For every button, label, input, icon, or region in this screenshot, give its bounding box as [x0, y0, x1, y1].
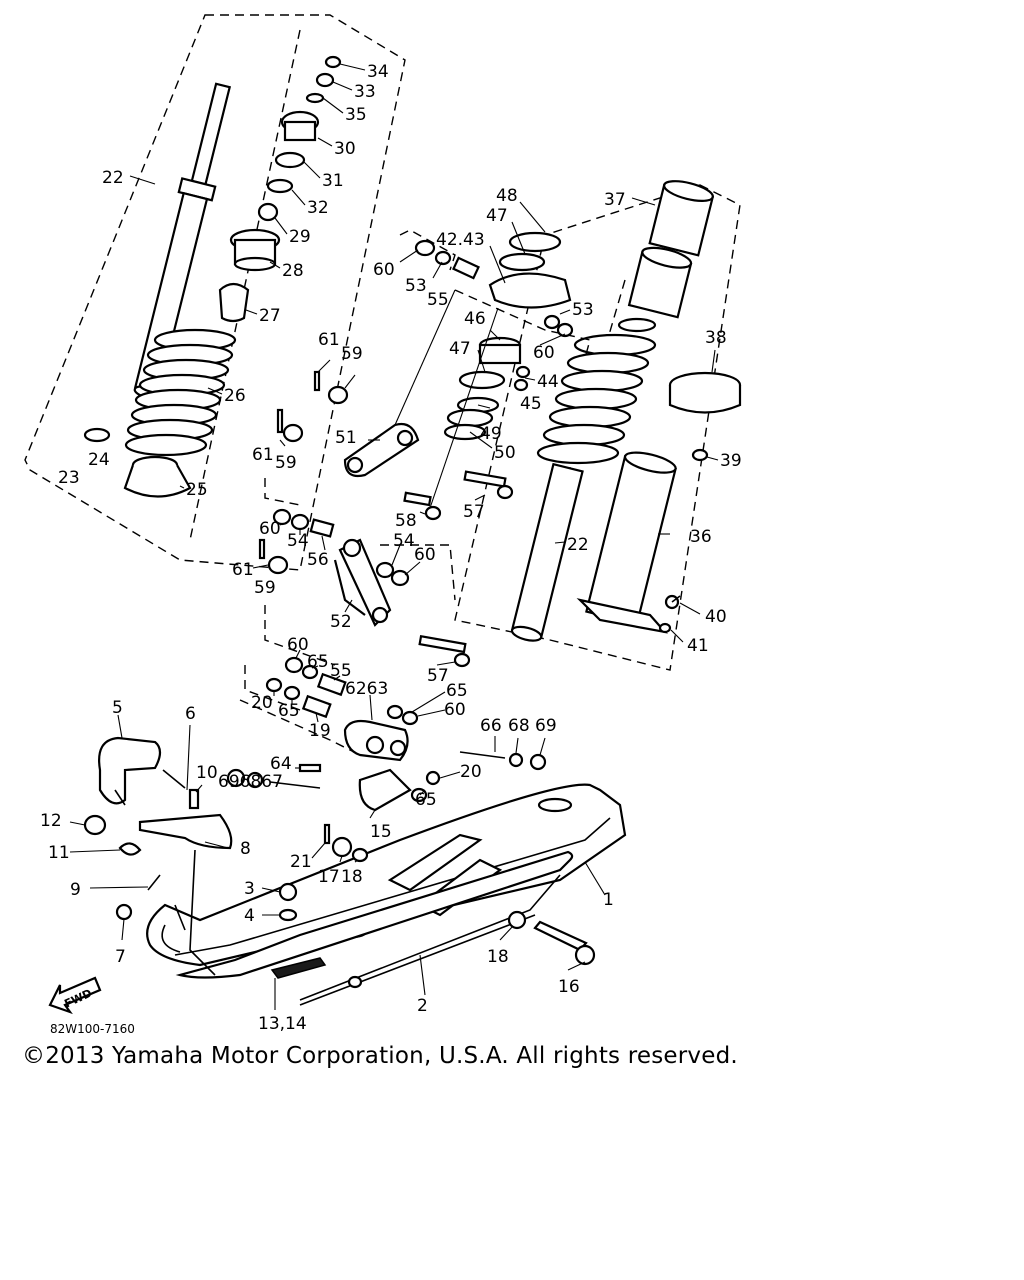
callout-55-top: 55 [427, 290, 449, 310]
callout-51: 51 [335, 428, 357, 448]
callout-66: 66 [480, 716, 502, 736]
callout-1: 1 [603, 890, 614, 910]
copyright-notice: ©2013 Yamaha Motor Corporation, U.S.A. A… [22, 1043, 738, 1069]
callout-18-right: 18 [487, 947, 509, 967]
callout-47-top: 47 [486, 206, 508, 226]
callout-53-right: 53 [572, 300, 594, 320]
callout-56: 56 [307, 550, 329, 570]
callout-55-low: 55 [330, 661, 352, 681]
callout-29: 29 [289, 227, 311, 247]
callout-11: 11 [48, 843, 70, 863]
callout-50: 50 [494, 443, 516, 463]
callout-68: 68 [508, 716, 530, 736]
ski-assembly [48, 736, 627, 1015]
callout-31: 31 [322, 171, 344, 191]
callout-62-63: 6263 [345, 679, 388, 699]
links-assembly [258, 370, 514, 668]
callout-59-top: 59 [341, 344, 363, 364]
callout-61-mid: 61 [252, 445, 274, 465]
callout-36: 36 [690, 527, 712, 547]
callout-57-upper: 57 [463, 502, 485, 522]
callout-25: 25 [186, 480, 208, 500]
callout-30: 30 [334, 139, 356, 159]
callout-21: 21 [290, 852, 312, 872]
callout-58: 58 [395, 511, 417, 531]
callout-60-low: 60 [287, 635, 309, 655]
callout-61-top: 61 [318, 330, 340, 350]
callout-4: 4 [244, 906, 255, 926]
callout-8: 8 [240, 839, 251, 859]
callout-19: 19 [309, 721, 331, 741]
callout-60-left: 60 [259, 519, 281, 539]
callout-69-right: 69 [535, 716, 557, 736]
leader-lines [69, 63, 719, 1010]
callout-16: 16 [558, 977, 580, 997]
callout-3: 3 [244, 879, 255, 899]
callout-39: 39 [720, 451, 742, 471]
callout-23: 23 [58, 468, 80, 488]
callout-27: 27 [259, 306, 281, 326]
callout-22-left: 22 [102, 168, 124, 188]
callout-34: 34 [367, 62, 389, 82]
callout-24: 24 [88, 450, 110, 470]
callout-52: 52 [330, 612, 352, 632]
callout-6: 6 [185, 704, 196, 724]
upper-linkage [394, 229, 591, 509]
callout-20-right: 20 [460, 762, 482, 782]
callout-45: 45 [520, 394, 542, 414]
callout-65-left: 65 [278, 701, 300, 721]
callout-60-right: 60 [533, 343, 555, 363]
callout-65-top: 65 [307, 652, 329, 672]
callout-15: 15 [370, 822, 392, 842]
callout-60-top: 60 [373, 260, 395, 280]
callout-7: 7 [115, 947, 126, 967]
callout-40: 40 [705, 607, 727, 627]
callout-60-lower-right: 60 [444, 700, 466, 720]
callout-61-low: 61 [232, 560, 254, 580]
callout-64: 64 [270, 754, 292, 774]
callout-65-low: 65 [415, 790, 437, 810]
callout-5: 5 [112, 698, 123, 718]
callout-53-left: 53 [405, 276, 427, 296]
callout-59-mid: 59 [275, 453, 297, 473]
callout-2: 2 [417, 996, 428, 1016]
callout-65-right: 65 [446, 681, 468, 701]
callout-35: 35 [345, 105, 367, 125]
lower-mount [226, 605, 547, 812]
callout-44: 44 [537, 372, 559, 392]
callout-47-mid: 47 [449, 339, 471, 359]
callout-22-right: 22 [567, 535, 589, 555]
callout-59-low: 59 [254, 578, 276, 598]
callout-42-43: 42.43 [436, 230, 485, 250]
callout-49: 49 [480, 424, 502, 444]
left-shock-assembly [24, 14, 406, 571]
right-shock-assembly [454, 180, 742, 671]
callout-20-left: 20 [251, 693, 273, 713]
callout-26: 26 [224, 386, 246, 406]
callout-labels: 34 33 35 30 31 32 29 28 27 26 25 24 23 2… [40, 62, 742, 1034]
exploded-parts-diagram: 34 33 35 30 31 32 29 28 27 26 25 24 23 2… [24, 14, 742, 1034]
callout-10: 10 [196, 763, 218, 783]
callout-17: 17 [318, 867, 340, 887]
callout-18-center: 18 [341, 867, 363, 887]
drawing-code: 82W100-7160 [50, 1022, 135, 1036]
callout-48: 48 [496, 186, 518, 206]
callout-32: 32 [307, 198, 329, 218]
callout-57-lower: 57 [427, 666, 449, 686]
callout-46: 46 [464, 309, 486, 329]
callout-33: 33 [354, 82, 376, 102]
callout-69-68-67: 696867 [218, 772, 283, 792]
callout-54-right: 54 [393, 531, 415, 551]
callout-9: 9 [70, 880, 81, 900]
callout-54-left: 54 [287, 531, 309, 551]
callout-37: 37 [604, 190, 626, 210]
callout-41: 41 [687, 636, 709, 656]
callout-38: 38 [705, 328, 727, 348]
callout-13-14: 13,14 [258, 1014, 307, 1034]
callout-12: 12 [40, 811, 62, 831]
callout-60-mid: 60 [414, 545, 436, 565]
spring-26 [124, 328, 237, 457]
callout-28: 28 [282, 261, 304, 281]
